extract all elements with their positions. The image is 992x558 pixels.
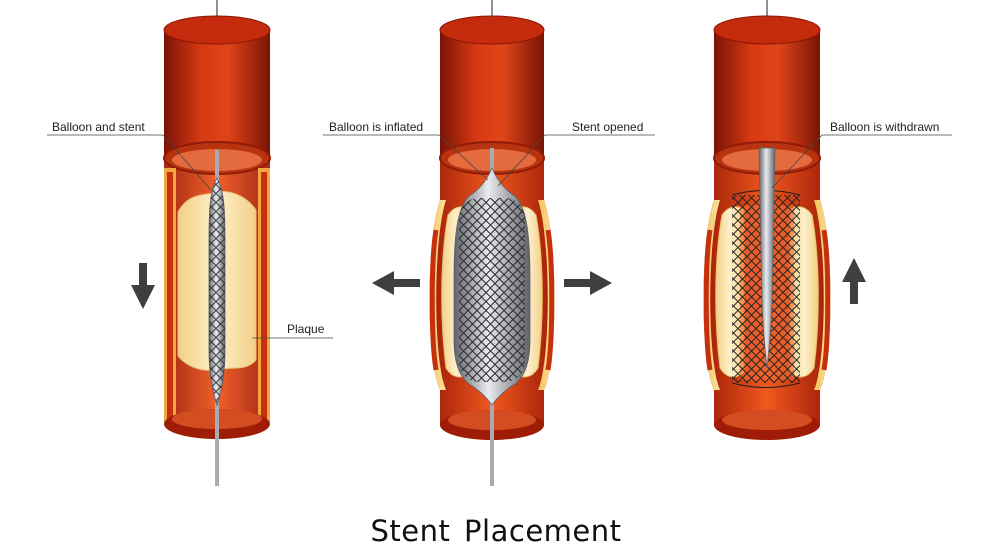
- callout-plaque: Plaque: [252, 322, 333, 339]
- callout-balloon-withdrawn: Balloon is withdrawn: [771, 120, 952, 189]
- diagram-title: Stent Placement: [370, 514, 622, 548]
- callout-balloon-and-stent: Balloon and stent: [47, 120, 212, 191]
- callout-stent-opened: Stent opened: [497, 120, 655, 187]
- label-plaque: Plaque: [287, 322, 325, 336]
- arrow-left-icon: [372, 271, 420, 295]
- arrow-up-icon: [842, 258, 866, 304]
- vessel-top-1: [163, 15, 271, 158]
- withdrawn-balloon-3: [758, 147, 776, 369]
- arrow-right-icon: [564, 271, 612, 295]
- label-balloon-withdrawn: Balloon is withdrawn: [830, 120, 939, 134]
- label-balloon-inflated: Balloon is inflated: [329, 120, 423, 134]
- vessel-top-2: [439, 15, 545, 158]
- vessel-top-3: [713, 15, 821, 158]
- panel-balloon-and-stent: Balloon and stent Plaque: [47, 0, 333, 486]
- label-stent-opened: Stent opened: [572, 120, 643, 134]
- inflated-balloon-2: [453, 148, 531, 486]
- balloon-stent-catheter-1: [208, 150, 226, 486]
- label-balloon-and-stent: Balloon and stent: [52, 120, 145, 134]
- panel-balloon-withdrawn: Balloon is withdrawn: [703, 0, 952, 440]
- arrow-down-icon: [131, 263, 155, 309]
- callout-balloon-inflated: Balloon is inflated: [323, 120, 489, 181]
- panel-balloon-inflated: Balloon is inflated Stent opened: [323, 0, 655, 486]
